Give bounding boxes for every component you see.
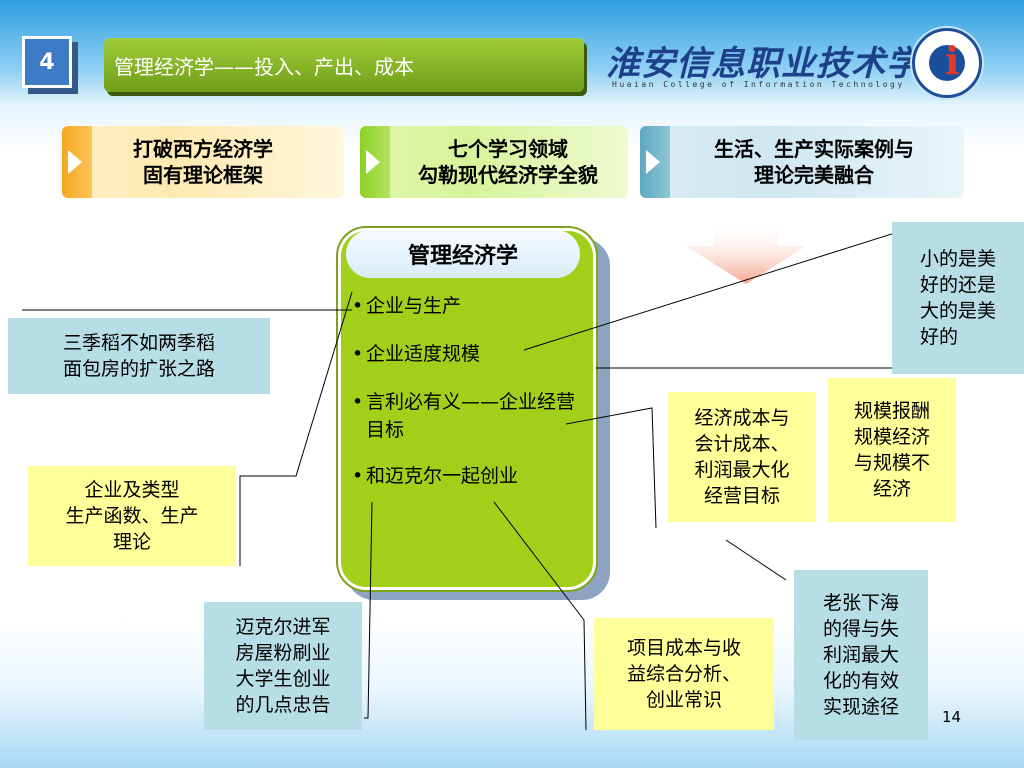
callout-qiye: 企业及类型 生产函数、生产 理论 <box>28 466 236 566</box>
callout-maike-line2: 房屋粉刷业 <box>235 642 331 664</box>
callout-guimo-line1: 规模报酬 <box>853 400 930 422</box>
slide-number-badge: 4 <box>22 36 72 88</box>
callout-guimo-line3: 与规模不 <box>853 452 930 474</box>
top-box-1-line2: 固有理论框架 <box>143 163 263 187</box>
panel-item-2-text: 企业适度规模 <box>366 343 481 365</box>
panel-item-2: •企业适度规模 <box>352 340 584 368</box>
top-box-3: 生活、生产实际案例与 理论完美融合 <box>640 126 964 198</box>
bullet-icon: • <box>352 391 364 413</box>
top-box-2: 七个学习领域 勾勒现代经济学全貌 <box>360 126 628 198</box>
panel-item-1-text: 企业与生产 <box>366 295 462 317</box>
callout-maike: 迈克尔进军 房屋粉刷业 大学生创业 的几点忠告 <box>204 602 362 730</box>
top-box-3-line2: 理论完美融合 <box>754 163 874 187</box>
callout-laozhang-line4: 化的有效 <box>822 670 899 692</box>
college-logo-icon: i <box>912 28 982 98</box>
callout-maike-line1: 迈克尔进军 <box>235 616 331 638</box>
chevron-right-icon <box>646 150 660 174</box>
panel-item-3: •言利必有义——企业经营目标 <box>352 388 584 444</box>
callout-xiaode-line3: 大的是美 <box>919 300 996 322</box>
panel-title: 管理经济学 <box>346 230 580 278</box>
callout-xiangmu: 项目成本与收 益综合分析、 创业常识 <box>594 618 774 730</box>
top-box-2-line2: 勾勒现代经济学全貌 <box>418 163 598 187</box>
callout-laozhang-line3: 利润最大 <box>822 644 899 666</box>
chevron-right-icon <box>68 150 82 174</box>
panel-item-3-text: 言利必有义——企业经营目标 <box>366 391 576 441</box>
callout-guimo: 规模报酬 规模经济 与规模不 经济 <box>828 378 956 522</box>
callout-xiangmu-line3: 创业常识 <box>645 689 722 711</box>
down-arrow-icon <box>686 222 806 284</box>
callout-laozhang-line5: 实现途径 <box>822 696 899 718</box>
callout-maike-line3: 大学生创业 <box>235 668 331 690</box>
callout-maike-line4: 的几点忠告 <box>235 694 331 716</box>
callout-xiangmu-line2: 益综合分析、 <box>626 663 741 685</box>
callout-jingji: 经济成本与 会计成本、 利润最大化 经营目标 <box>668 392 816 522</box>
callout-laozhang-line1: 老张下海 <box>822 592 899 614</box>
logo-inner-circle <box>929 45 965 81</box>
callout-qiye-line3: 理论 <box>112 531 151 553</box>
page-number: 14 <box>942 708 962 726</box>
college-name-en: Huaian College of Information Technology <box>612 80 905 89</box>
callout-sanji-line1: 三季稻不如两季稻 <box>62 332 215 354</box>
callout-guimo-line2: 规模经济 <box>853 426 930 448</box>
callout-laozhang-line2: 的得与失 <box>822 618 899 640</box>
panel-item-4-text: 和迈克尔一起创业 <box>366 465 519 487</box>
bullet-icon: • <box>352 343 364 365</box>
top-box-1-line1: 打破西方经济学 <box>133 137 273 161</box>
callout-jingji-line4: 经营目标 <box>703 485 780 507</box>
callout-xiaode-line4: 好的 <box>919 326 958 348</box>
callout-guimo-line4: 经济 <box>872 478 911 500</box>
callout-xiaode-line1: 小的是美 <box>919 248 996 270</box>
callout-qiye-line1: 企业及类型 <box>84 479 180 501</box>
slide-title: 管理经济学——投入、产出、成本 <box>104 38 584 92</box>
panel-item-1: •企业与生产 <box>352 292 584 320</box>
bullet-icon: • <box>352 295 364 317</box>
callout-xiaode: 小的是美 好的还是 大的是美 好的 <box>892 222 1024 374</box>
callout-jingji-line3: 利润最大化 <box>694 459 790 481</box>
top-box-3-line1: 生活、生产实际案例与 <box>714 137 914 161</box>
logo-letter-mark: i <box>945 38 960 83</box>
callout-jingji-line1: 经济成本与 <box>694 407 790 429</box>
callout-sanji: 三季稻不如两季稻 面包房的扩张之路 <box>8 318 270 394</box>
top-box-1: 打破西方经济学 固有理论框架 <box>62 126 344 198</box>
callout-sanji-line2: 面包房的扩张之路 <box>62 358 215 380</box>
callout-laozhang: 老张下海 的得与失 利润最大 化的有效 实现途径 <box>794 570 928 740</box>
bullet-icon: • <box>352 465 364 487</box>
central-panel <box>338 228 596 590</box>
panel-item-4: •和迈克尔一起创业 <box>352 462 584 490</box>
chevron-right-icon <box>366 150 380 174</box>
callout-qiye-line2: 生产函数、生产 <box>65 505 199 527</box>
top-box-2-line1: 七个学习领域 <box>448 137 568 161</box>
callout-xiaode-line2: 好的还是 <box>919 274 996 296</box>
callout-xiangmu-line1: 项目成本与收 <box>626 637 741 659</box>
callout-jingji-line2: 会计成本、 <box>694 433 790 455</box>
